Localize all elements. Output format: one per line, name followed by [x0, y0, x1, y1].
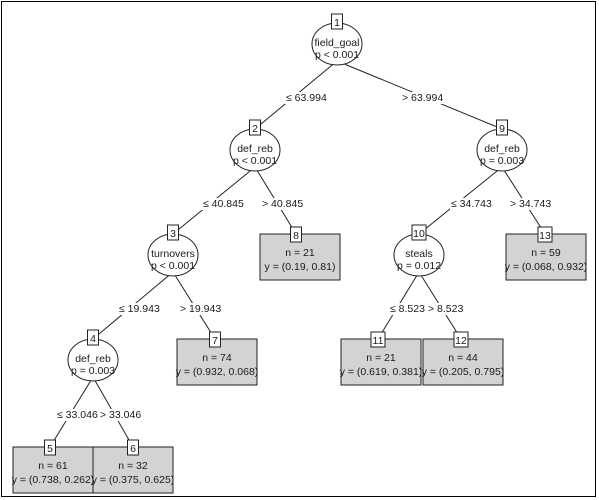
node-id: 5: [47, 443, 53, 455]
edge-label-bg: [450, 198, 493, 210]
edge-label-bg: [202, 198, 245, 210]
node-variable: def_reb: [484, 143, 520, 155]
edge-label-bg: [179, 303, 223, 315]
terminal-y: y = (0.932, 0.068): [176, 366, 259, 378]
node-id-box: [167, 224, 179, 241]
edge-label-4-6: > 33.046: [100, 409, 141, 421]
terminal-node-5: n = 61 y = (0.738, 0.262) 5: [12, 439, 95, 494]
node-id-box: [290, 226, 302, 243]
node-id: 9: [499, 123, 505, 135]
node-id-box: [370, 331, 386, 348]
terminal-n: n = 21: [285, 247, 315, 259]
node-id-box: [249, 119, 261, 136]
node-id: 12: [455, 335, 467, 347]
node-id: 10: [413, 228, 425, 240]
node-pvalue: p < 0.001: [233, 155, 277, 167]
edge-label-bg: [389, 303, 427, 315]
terminal-n: n = 21: [366, 352, 396, 364]
node-id: 1: [334, 17, 340, 29]
terminal-node-8: n = 21 y = (0.19, 0.81) 8: [259, 226, 341, 281]
node-id-box: [331, 13, 343, 30]
edge-label-9-10: ≤ 34.743: [451, 198, 492, 210]
node-variable: turnovers: [151, 248, 195, 260]
edge-label-1-2: ≤ 63.994: [286, 92, 327, 104]
terminal-y: y = (0.375, 0.625): [92, 474, 175, 486]
node-id: 11: [373, 335, 384, 347]
edge-label-bg: [401, 92, 445, 104]
node-id: 3: [170, 228, 176, 240]
node-id-box: [537, 226, 553, 243]
node-variable: def_reb: [237, 143, 273, 155]
node-id-box: [87, 329, 99, 346]
edge-label-bg: [285, 92, 328, 104]
node-id: 4: [90, 333, 96, 345]
node-pvalue: p = 0.012: [397, 260, 441, 272]
edge-label-3-7: > 19.943: [180, 303, 221, 315]
terminal-n: n = 59: [531, 247, 561, 259]
terminal-n: n = 32: [118, 460, 148, 472]
terminal-y: y = (0.738, 0.262): [12, 474, 95, 486]
edge-label-2-3: ≤ 40.845: [203, 198, 244, 210]
terminal-node-11: n = 21 y = (0.619, 0.381) 11: [340, 331, 423, 386]
terminal-n: n = 74: [202, 352, 232, 364]
terminal-node-13: n = 59 y = (0.068, 0.932) 13: [505, 226, 588, 281]
node-id-box: [127, 439, 139, 456]
edge-label-10-12: > 8.523: [428, 303, 463, 315]
terminal-node-7: n = 74 y = (0.932, 0.068) 7: [176, 331, 259, 386]
node-pvalue: p < 0.001: [315, 49, 359, 61]
edge-label-bg: [509, 198, 553, 210]
node-id-box: [209, 331, 221, 348]
edge-label-bg: [99, 409, 143, 421]
edge-label-10-11: ≤ 8.523: [390, 303, 425, 315]
terminal-box: [340, 338, 422, 386]
node-id-box: [496, 119, 508, 136]
terminal-y: y = (0.619, 0.381): [340, 366, 423, 378]
edge-label-bg: [56, 409, 99, 421]
node-variable: def_reb: [75, 353, 111, 365]
node-id-box: [44, 439, 56, 456]
terminal-y: y = (0.19, 0.81): [265, 261, 336, 273]
edge-label-9-13: > 34.743: [510, 198, 551, 210]
node-id-box: [453, 331, 469, 348]
node-pvalue: p = 0.003: [71, 365, 115, 377]
terminal-n: n = 44: [448, 352, 478, 364]
node-id: 2: [252, 123, 258, 135]
node-id: 8: [293, 230, 299, 242]
edges: ≤ 63.994 > 63.994 ≤ 40.845 > 40.845 ≤ 19.943…: [49, 60, 553, 448]
edge-label-bg: [118, 303, 161, 315]
edge-label-4-5: ≤ 33.046: [57, 409, 98, 421]
node-id: 13: [539, 230, 551, 242]
node-id: 6: [130, 443, 136, 455]
edge-label-1-9: > 63.994: [402, 92, 443, 104]
node-pvalue: p = 0.003: [480, 155, 524, 167]
edge-label-bg: [261, 198, 305, 210]
edge-label-bg: [427, 303, 465, 315]
terminal-y: y = (0.205, 0.795): [422, 366, 505, 378]
terminal-n: n = 61: [38, 460, 68, 472]
terminal-y: y = (0.068, 0.932): [505, 261, 588, 273]
node-variable: steals: [405, 248, 432, 260]
terminal-node-12: n = 44 y = (0.205, 0.795) 12: [422, 331, 505, 386]
node-pvalue: p < 0.001: [151, 260, 195, 272]
edge-label-2-8: > 40.845: [262, 198, 303, 210]
node-id: 7: [212, 335, 218, 347]
terminal-node-6: n = 32 y = (0.375, 0.625) 6: [92, 439, 175, 494]
node-variable: field_goal: [315, 37, 360, 49]
edge-label-3-4: ≤ 19.943: [119, 303, 160, 315]
node-id-box: [411, 224, 427, 241]
